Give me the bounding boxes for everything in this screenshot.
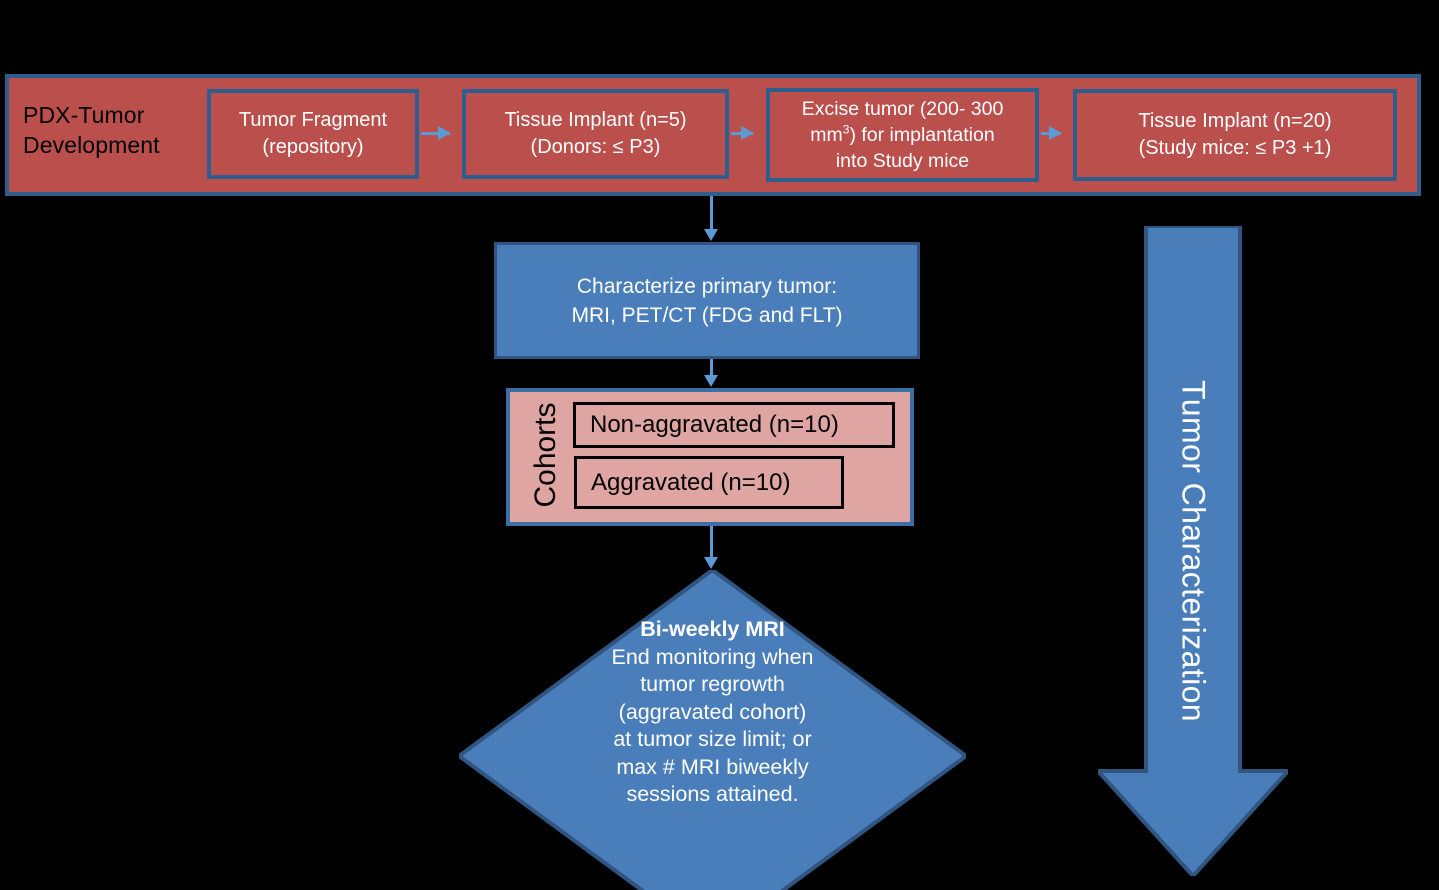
decision-diamond[interactable]: Bi-weekly MRI End monitoring when tumor … <box>459 570 966 890</box>
cohort-1-label: Aggravated (n=10) <box>591 468 791 496</box>
cohorts-label: Cohorts <box>529 402 562 508</box>
tumor-characterization-label: Tumor Characterization <box>1175 380 1212 722</box>
step-2-line-1: Excise tumor (200- 300 <box>801 98 1004 120</box>
arrow-banner-to-characterize-icon <box>703 196 718 241</box>
cohort-item-aggravated[interactable]: Aggravated (n=10) <box>574 456 844 509</box>
step-2-line-3: into Study mice <box>835 150 970 172</box>
step-3-line-1: Tissue Implant (n=20) <box>1138 110 1332 132</box>
step-excise-tumor[interactable]: Excise tumor (200- 300 mm3) for implanta… <box>766 88 1039 182</box>
step-1-line-2: (Donors: ≤ P3) <box>530 136 661 158</box>
characterize-line-2: MRI, PET/CT (FDG and FLT) <box>571 303 843 327</box>
diamond-shape-icon <box>459 570 966 890</box>
arrow-implant-to-excise-icon <box>731 126 754 140</box>
characterize-primary-tumor-box[interactable]: Characterize primary tumor: MRI, PET/CT … <box>494 242 920 359</box>
step-3-line-2: (Study mice: ≤ P3 +1) <box>1138 137 1332 159</box>
step-2-line-2-post: ) for implantation <box>849 124 995 146</box>
tumor-characterization-arrow: Tumor Characterization <box>1098 226 1288 876</box>
cohorts-group: Cohorts Non-aggravated (n=10) Aggravated… <box>506 388 914 526</box>
arrow-cohorts-to-decision-icon <box>703 526 718 569</box>
step-1-line-1: Tissue Implant (n=5) <box>504 109 687 131</box>
step-tumor-fragment[interactable]: Tumor Fragment (repository) <box>207 89 419 179</box>
step-0-line-2: (repository) <box>262 136 364 158</box>
step-tissue-implant-donors[interactable]: Tissue Implant (n=5) (Donors: ≤ P3) <box>462 89 729 179</box>
step-0-line-1: Tumor Fragment <box>238 109 388 131</box>
step-2-superscript: 3 <box>842 122 850 137</box>
step-tissue-implant-study-mice[interactable]: Tissue Implant (n=20) (Study mice: ≤ P3 … <box>1073 89 1397 181</box>
characterize-line-1: Characterize primary tumor: <box>576 274 838 298</box>
step-2-line-2-pre: mm <box>810 124 843 146</box>
cohort-0-label: Non-aggravated (n=10) <box>590 411 839 438</box>
arrow-characterize-to-cohorts-icon <box>703 358 718 387</box>
arrow-fragment-to-implant-icon <box>421 126 451 140</box>
cohort-item-non-aggravated[interactable]: Non-aggravated (n=10) <box>573 402 895 448</box>
banner-title: PDX-Tumor Development <box>23 102 160 158</box>
arrow-excise-to-study-implant-icon <box>1041 126 1062 140</box>
down-arrow-icon <box>1098 226 1288 876</box>
